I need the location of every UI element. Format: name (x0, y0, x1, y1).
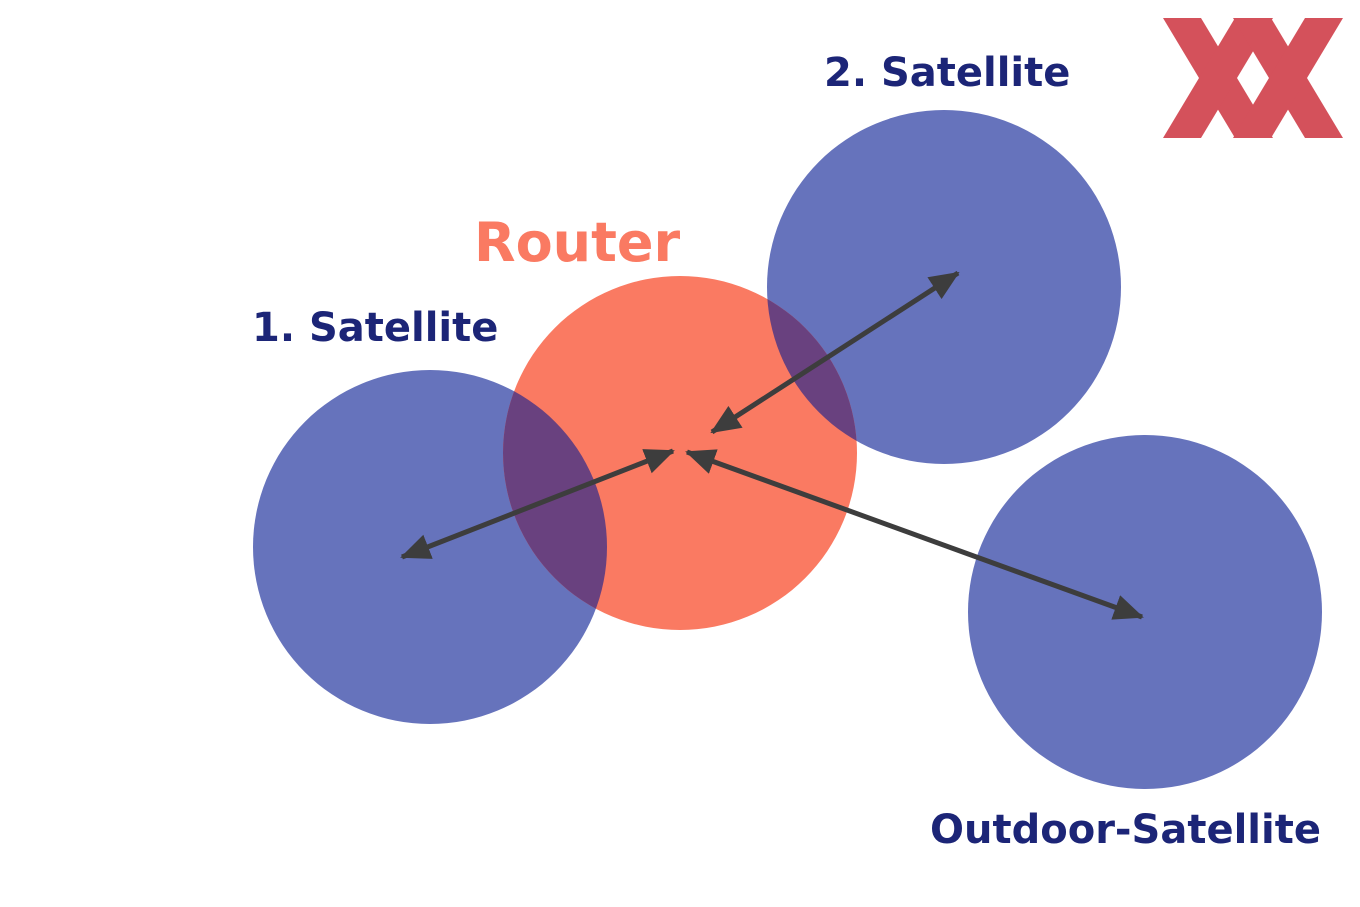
outdoor-satellite-label: Outdoor-Satellite (930, 807, 1321, 853)
router-outdoor-satellite-link (685, 449, 1144, 620)
router-satellite-2-link (710, 270, 960, 435)
satellite-1-label: 1. Satellite (252, 305, 498, 351)
outdoor-satellite-coverage (968, 435, 1322, 789)
xx-logo (1163, 18, 1343, 138)
router-satellite-1-link (400, 448, 675, 560)
router-label: Router (474, 211, 681, 274)
satellite-2-label: 2. Satellite (824, 50, 1070, 96)
